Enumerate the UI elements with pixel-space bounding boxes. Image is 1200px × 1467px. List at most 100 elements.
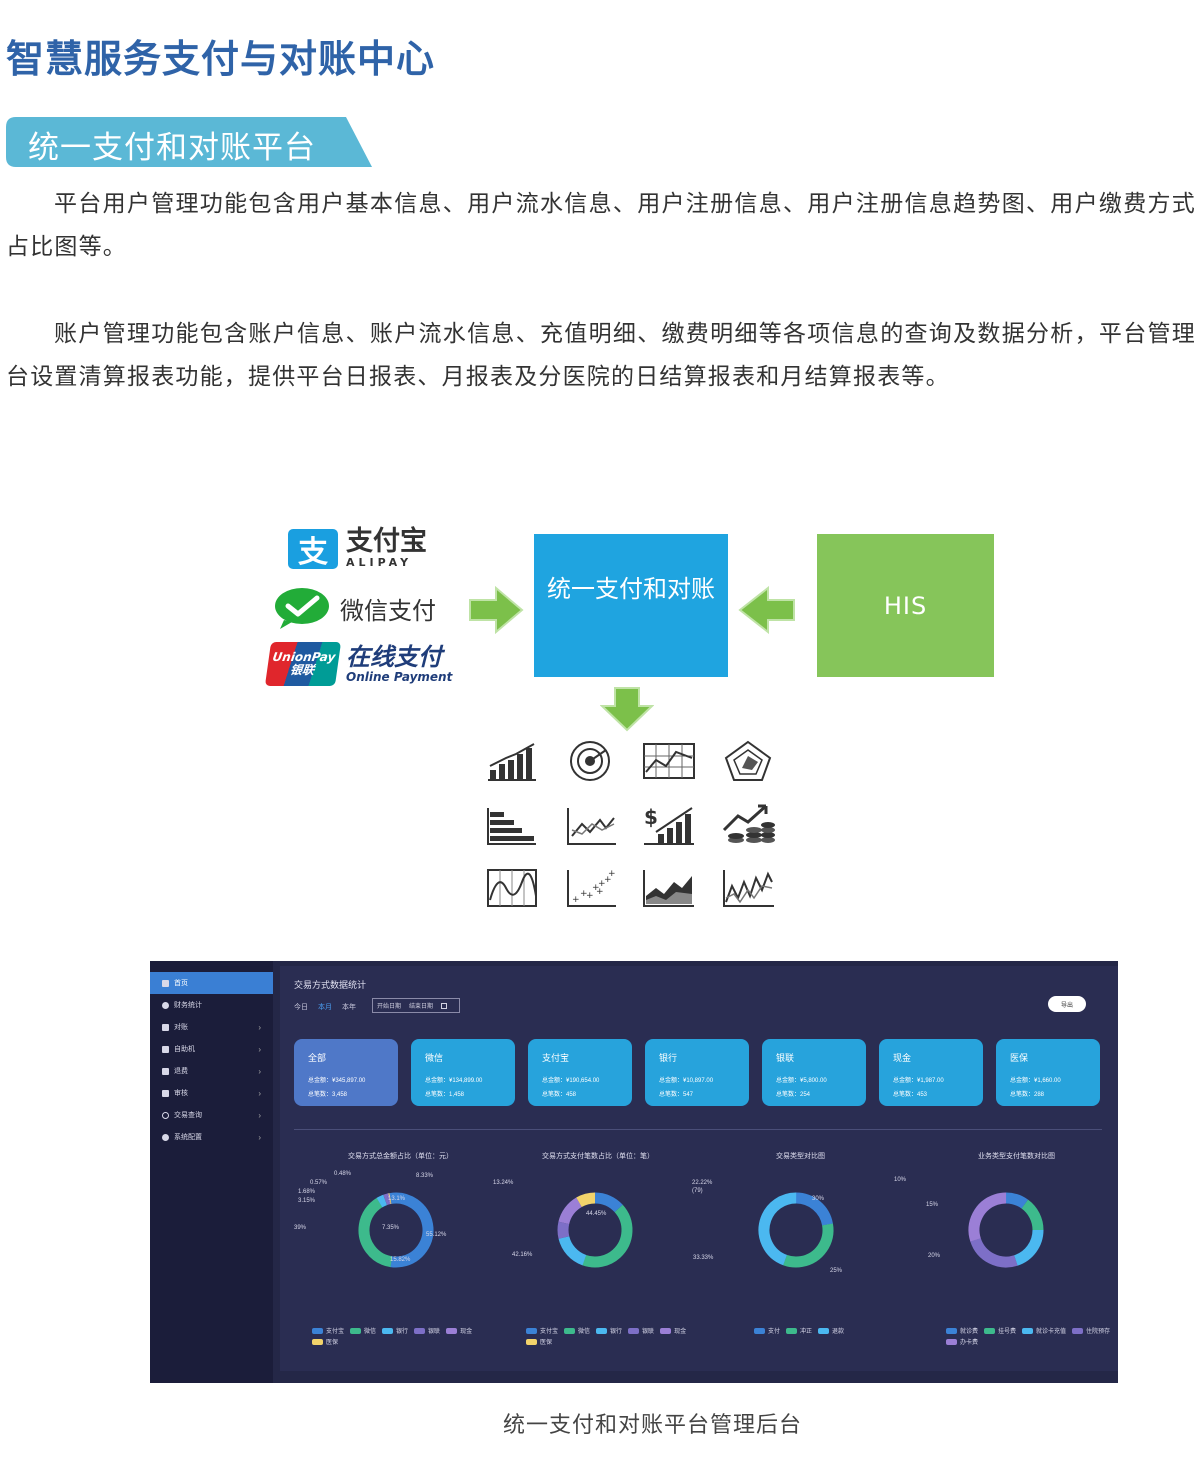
pie-title-amount: 交易方式总金额占比（单位：元）: [348, 1153, 453, 1160]
pentagon-radar-icon: [724, 740, 772, 781]
legend-item[interactable]: 冲正: [786, 1326, 812, 1335]
legend-swatch: [526, 1327, 537, 1334]
legend-item[interactable]: 医保: [312, 1337, 338, 1346]
card-count: 总笔数：458: [542, 1092, 577, 1098]
slice-value-label: 0.57%: [310, 1180, 328, 1186]
donut-slice: [557, 1192, 633, 1268]
legend-label: 微信: [364, 1329, 377, 1335]
divider: [294, 1129, 1102, 1130]
paragraph-1: 平台用户管理功能包含用户基本信息、用户流水信息、用户注册信息、用户注册信息趋势图…: [6, 191, 1196, 260]
legend-item[interactable]: 银行: [382, 1326, 408, 1335]
menu-item-home[interactable]: 首页: [150, 972, 273, 994]
refund-icon: [162, 1067, 169, 1075]
menu-item-reconcile[interactable]: 对账 ›: [150, 1016, 273, 1038]
legend-item[interactable]: 就诊费: [946, 1326, 978, 1335]
card-amount: 总金额：¥10,897.00: [659, 1078, 714, 1084]
gear-icon: [162, 1133, 169, 1141]
card-amount: 总金额：¥5,800.00: [776, 1078, 827, 1084]
card-amount: 总金额：¥190,654.00: [542, 1078, 600, 1084]
menu-item-audit[interactable]: 审核›: [150, 1082, 273, 1104]
donut-chart: [968, 1192, 1044, 1268]
legend-item[interactable]: 办卡费: [946, 1337, 978, 1346]
wechat-logo: 微信支付: [272, 586, 436, 630]
legend-label: 支付宝: [540, 1329, 559, 1335]
legend-swatch: [446, 1327, 458, 1334]
card-amount: 总金额：¥1,987.00: [893, 1078, 944, 1084]
svg-text:+: +: [586, 891, 594, 901]
menu-label: 退费: [174, 1068, 188, 1075]
menu-item-query[interactable]: 交易查询›: [150, 1104, 273, 1126]
slice-value-label: 3.15%: [298, 1198, 316, 1204]
legend-item[interactable]: 银联: [414, 1326, 440, 1335]
reconcile-icon: [162, 1023, 169, 1031]
menu-label: 对账: [174, 1024, 188, 1031]
page-title: 智慧服务支付与对账中心: [6, 37, 436, 81]
legend-label: 现金: [460, 1329, 473, 1335]
menu-item-kiosk[interactable]: 自助机›: [150, 1038, 273, 1060]
legend-label: 就诊卡充值: [1036, 1329, 1067, 1335]
section-tag-bg: [6, 117, 372, 167]
tab-month[interactable]: 本月: [318, 1004, 332, 1011]
wave-chart-icon: [487, 869, 537, 907]
menu-item-settings[interactable]: 系统配置›: [150, 1126, 273, 1148]
chart-icons-grid: $ ++++ ++++: [482, 738, 782, 913]
legend-swatch: [526, 1338, 537, 1345]
legend-swatch: [754, 1327, 765, 1334]
legend-item[interactable]: 微信: [350, 1326, 376, 1335]
coins-growth-icon: [722, 804, 775, 843]
legend-item[interactable]: 现金: [446, 1326, 472, 1335]
legend-item[interactable]: 退款: [818, 1326, 844, 1335]
card-count: 总笔数：3,458: [308, 1092, 348, 1098]
tab-year[interactable]: 本年: [342, 1004, 356, 1011]
legend-item[interactable]: 现金: [660, 1326, 686, 1335]
legend-swatch: [350, 1327, 362, 1334]
legend-item[interactable]: 医保: [526, 1337, 552, 1346]
legend-item[interactable]: 住院预存: [1072, 1326, 1110, 1335]
chevron-right-icon: ›: [258, 1022, 261, 1032]
legend-swatch: [984, 1327, 996, 1334]
dashboard-screenshot: 首页 财务统计 对账 › 自助机› 退费› 审核› 交易查询› 系统配置› 交易方…: [150, 961, 1118, 1383]
date-range-picker[interactable]: 开始日期 结束日期: [372, 998, 460, 1013]
pie-title-type: 交易类型对比图: [776, 1153, 825, 1160]
tab-today[interactable]: 今日: [294, 1004, 308, 1011]
slice-value-label: 30%: [812, 1196, 825, 1202]
legend-item[interactable]: 挂号费: [984, 1326, 1016, 1335]
card-name: 微信: [425, 1053, 444, 1063]
unionpay-logo: UnionPay 银联 在线支付 Online Payment: [264, 642, 453, 686]
slice-value-label: 8.33%: [416, 1173, 434, 1179]
legend-item[interactable]: 支付宝: [312, 1326, 344, 1335]
menu-item-refund[interactable]: 退费›: [150, 1060, 273, 1082]
legend-label: 支付: [768, 1329, 781, 1335]
export-button[interactable]: 导出: [1048, 996, 1086, 1012]
legend-item[interactable]: 就诊卡充值: [1022, 1326, 1066, 1335]
unionpay-en: Online Payment: [346, 670, 453, 684]
legend-label: 医保: [326, 1340, 339, 1346]
legend-swatch: [312, 1327, 323, 1334]
legend-item[interactable]: 银联: [628, 1326, 654, 1335]
end-date[interactable]: 结束日期: [409, 1004, 434, 1010]
card-name: 现金: [893, 1053, 912, 1063]
legend-item[interactable]: 支付宝: [526, 1326, 558, 1335]
card-count: 总笔数：288: [1010, 1092, 1045, 1098]
start-date[interactable]: 开始日期: [377, 1004, 402, 1010]
donut-chart: [557, 1192, 633, 1268]
legend-item[interactable]: 银行: [596, 1326, 622, 1335]
card-amount: 总金额：¥1,660.00: [1010, 1078, 1061, 1084]
legend-item[interactable]: 支付: [754, 1326, 780, 1335]
menu-item-finance[interactable]: 财务统计: [150, 994, 273, 1016]
summary-card[interactable]: 支付宝总金额：¥190,654.00 总笔数：458: [528, 1039, 632, 1106]
menu-label: 自助机: [174, 1046, 195, 1053]
card-name: 支付宝: [542, 1053, 570, 1063]
legend-label: 办卡费: [960, 1340, 979, 1346]
menu-label: 财务统计: [174, 1002, 202, 1009]
card-amount: 总金额：¥134,899.00: [425, 1078, 483, 1084]
legend-item[interactable]: 微信: [564, 1326, 590, 1335]
menu-label: 审核: [174, 1090, 188, 1097]
dashboard-sidebar: 首页 财务统计 对账 › 自助机› 退费› 审核› 交易查询› 系统配置›: [150, 961, 273, 1383]
